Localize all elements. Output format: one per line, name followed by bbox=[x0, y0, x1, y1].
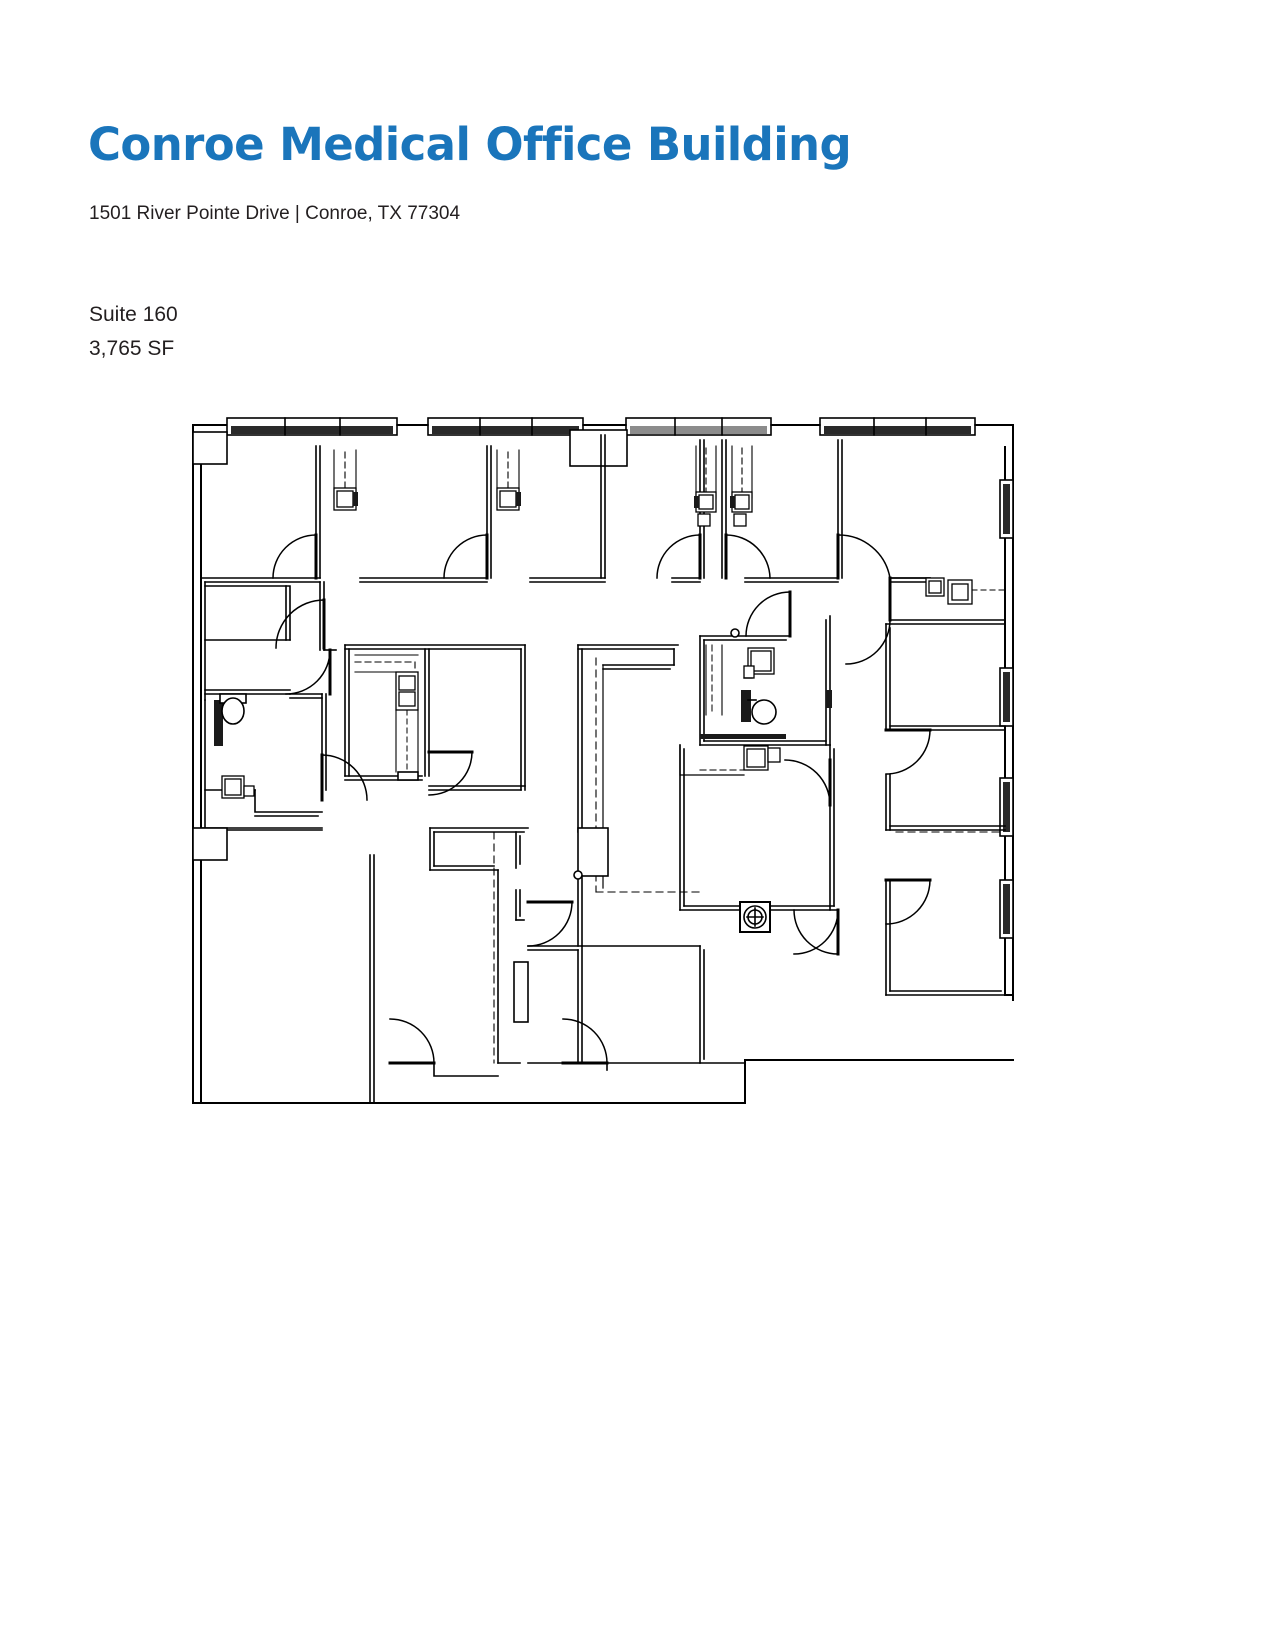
sink-icon-restroom-center bbox=[743, 647, 775, 679]
sink-icon-corridor-right bbox=[925, 577, 973, 605]
sink-icon-exam-1 bbox=[333, 487, 358, 511]
window-band-right-2 bbox=[999, 667, 1014, 727]
suite-area-label: 3,765 SF bbox=[89, 337, 175, 360]
page-title: Conroe Medical Office Building bbox=[88, 118, 852, 171]
lab-upper-cabinet bbox=[354, 661, 416, 701]
door-exam-4 bbox=[724, 533, 771, 580]
top-row-partitions bbox=[200, 434, 931, 583]
bottom-jogs bbox=[433, 1062, 608, 1077]
center-right-office bbox=[679, 744, 839, 911]
top-wall-columns bbox=[192, 424, 1014, 467]
window-band-top-3 bbox=[625, 417, 772, 436]
bottom-left-rooms bbox=[192, 827, 529, 1104]
sink-icon-restroom-left bbox=[221, 775, 255, 799]
toilet-icon-center bbox=[741, 690, 777, 725]
window-band-right-4 bbox=[999, 879, 1014, 939]
window-band-right-1 bbox=[999, 479, 1014, 539]
door-center-right-office bbox=[784, 758, 832, 807]
door-bottom-left bbox=[388, 1018, 436, 1065]
restroom-center bbox=[679, 615, 832, 776]
door-storage-left-1 bbox=[275, 598, 326, 650]
sink-icon-lab bbox=[395, 671, 419, 711]
property-address: 1501 River Pointe Drive | Conroe, TX 773… bbox=[89, 203, 461, 224]
toilet-icon-left bbox=[219, 693, 247, 725]
door-exam-1 bbox=[272, 533, 318, 580]
door-right-room-3 bbox=[884, 878, 932, 925]
exterior-walls bbox=[192, 424, 1014, 1104]
suite-label: Suite 160 bbox=[89, 303, 178, 326]
door-restroom-left bbox=[320, 753, 368, 802]
center-core-dashed bbox=[595, 657, 701, 893]
sink-icon-exam-4 bbox=[730, 491, 753, 527]
bottom-middle-room bbox=[527, 945, 746, 1064]
door-storage-left-2 bbox=[285, 648, 332, 696]
lab-break-room bbox=[344, 644, 526, 791]
door-right-lower bbox=[793, 908, 840, 956]
right-corridor bbox=[885, 577, 1006, 996]
door-bottom-middle bbox=[526, 900, 574, 947]
door-exam-3 bbox=[656, 533, 702, 580]
door-right-room-1 bbox=[845, 576, 892, 665]
door-right-room-2 bbox=[884, 728, 932, 775]
window-band-top-1 bbox=[226, 417, 398, 436]
door-office-top-right bbox=[836, 533, 891, 580]
door-exam-2 bbox=[443, 533, 489, 580]
exam-room-casework bbox=[344, 447, 743, 493]
floor-drain-icon bbox=[739, 901, 771, 933]
window-band-right-3 bbox=[999, 777, 1014, 837]
restroom-left bbox=[204, 693, 323, 831]
window-band-top-2 bbox=[427, 417, 584, 436]
sink-icon-exam-2 bbox=[496, 487, 521, 511]
door-bottom-center bbox=[561, 1018, 609, 1065]
sink-icon-exam-3 bbox=[694, 491, 717, 527]
sink-icon-center-counter bbox=[743, 745, 781, 771]
door-restroom-center bbox=[745, 590, 792, 638]
exam-room-counters bbox=[333, 445, 753, 499]
center-core bbox=[573, 644, 701, 947]
door-lab bbox=[427, 750, 474, 796]
left-storage-rooms bbox=[200, 577, 337, 791]
window-band-top-4 bbox=[819, 417, 976, 436]
